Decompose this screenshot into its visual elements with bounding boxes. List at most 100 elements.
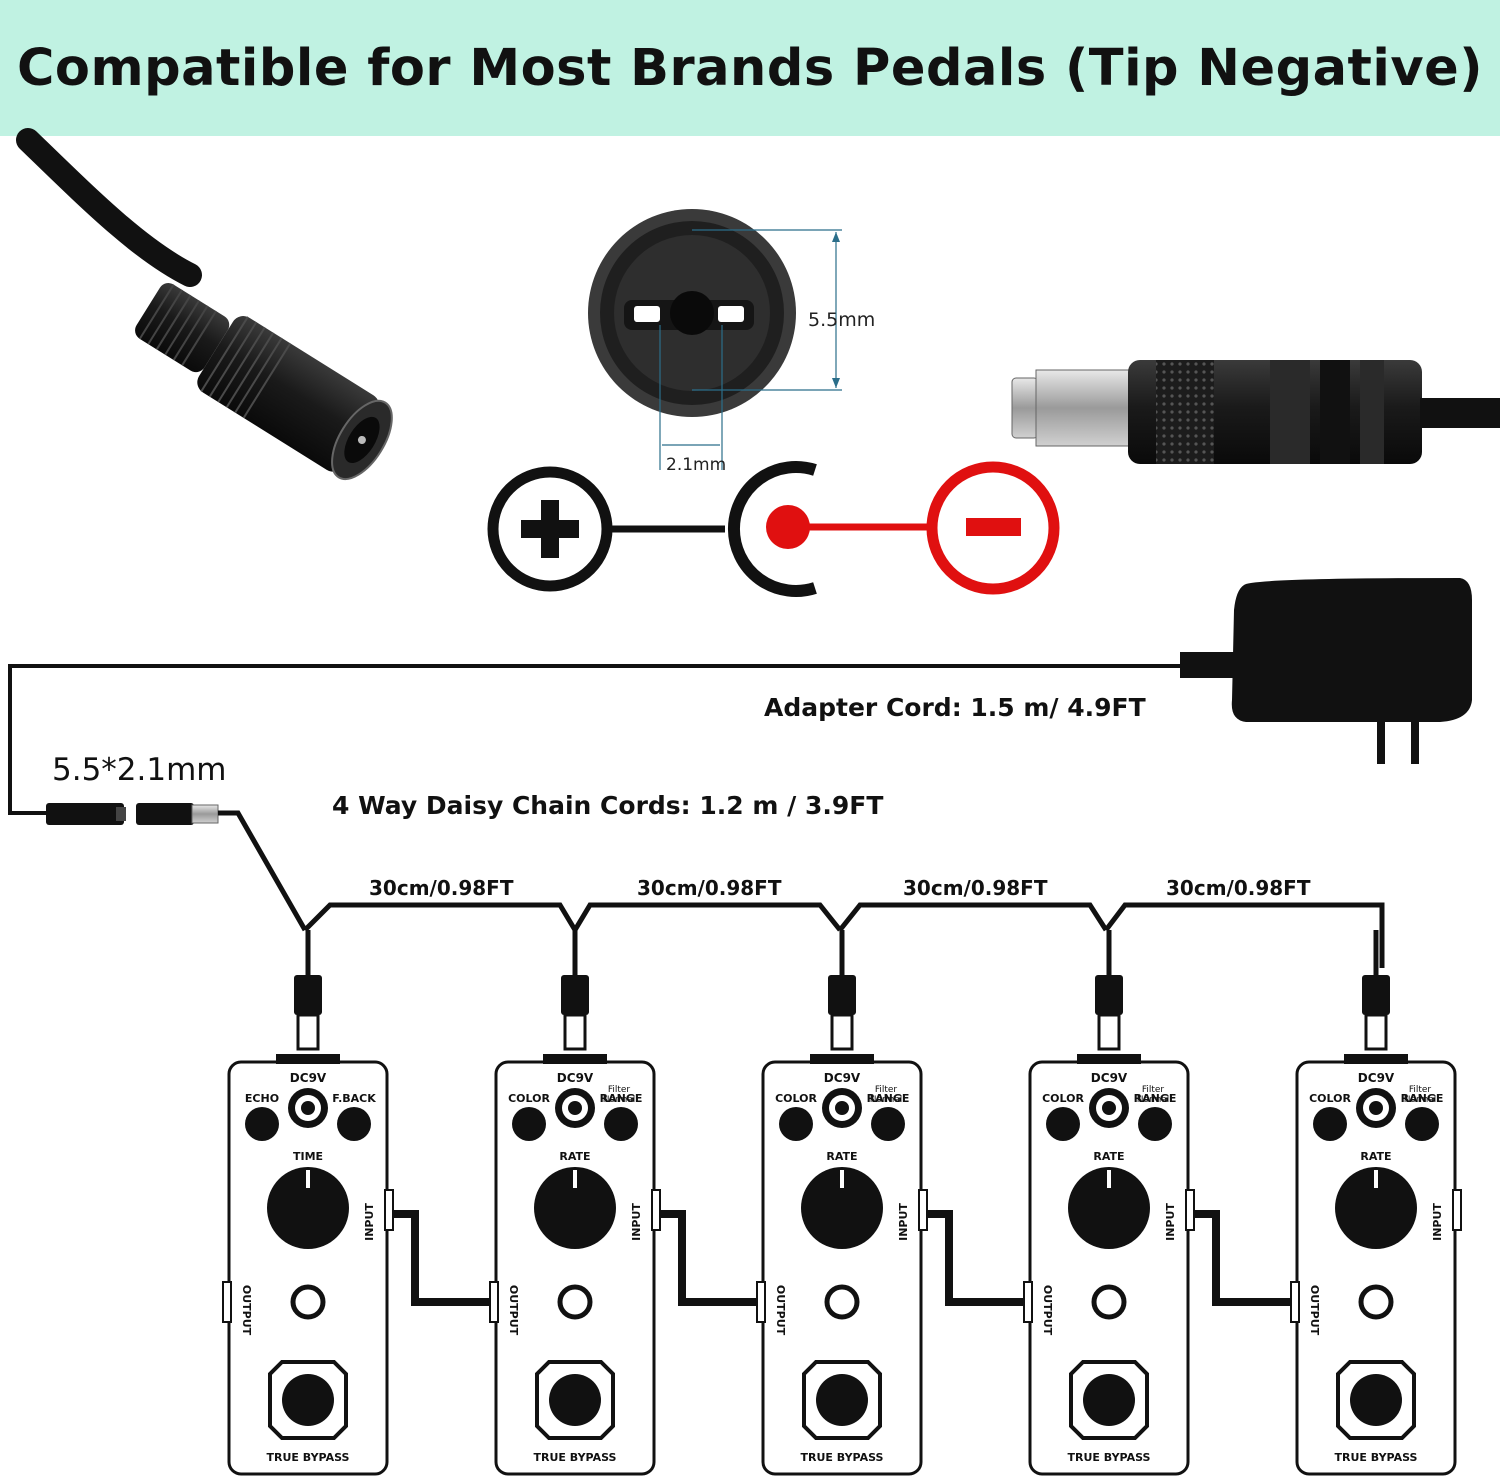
right-knob	[1138, 1107, 1172, 1141]
right-knob-label: RANGE	[867, 1092, 910, 1105]
polarity-symbol	[487, 461, 1060, 597]
dc-jack-pin	[1369, 1101, 1383, 1115]
footer-label: TRUE BYPASS	[801, 1451, 884, 1464]
power-label: DC9V	[824, 1071, 861, 1085]
mode-label-filter: Filter	[1142, 1085, 1165, 1095]
output-jack	[222, 1281, 232, 1323]
left-knob	[512, 1107, 546, 1141]
input-jack	[651, 1189, 661, 1231]
power-label: DC9V	[557, 1071, 594, 1085]
right-knob	[337, 1107, 371, 1141]
input-jack	[1452, 1189, 1462, 1231]
mode-label-normal: Normal	[870, 1095, 903, 1105]
footer-label: TRUE BYPASS	[267, 1451, 350, 1464]
dc-jack-top	[1077, 1054, 1141, 1064]
footer-label: TRUE BYPASS	[1335, 1451, 1418, 1464]
output-jack	[489, 1281, 499, 1323]
input-label: INPUT	[363, 1203, 376, 1241]
left-knob-label: COLOR	[1309, 1092, 1351, 1105]
output-label: OUTPUT	[1041, 1285, 1054, 1336]
input-label: INPUT	[630, 1203, 643, 1241]
outer-diameter-label: 5.5mm	[808, 309, 875, 331]
power-plug	[828, 975, 856, 1015]
power-plug	[1095, 975, 1123, 1015]
right-knob	[871, 1107, 905, 1141]
led-indicator	[1091, 1284, 1127, 1320]
power-plug	[1362, 975, 1390, 1015]
mode-label-normal: Normal	[603, 1095, 636, 1105]
left-knob-label: ECHO	[245, 1092, 279, 1105]
input-label: INPUT	[1431, 1203, 1444, 1241]
segment-label-4: 30cm/0.98FT	[1166, 876, 1311, 900]
daisy-chain-cable	[218, 810, 1385, 968]
right-knob-label: RANGE	[1401, 1092, 1444, 1105]
patch-cable-1	[393, 1210, 490, 1306]
input-label: INPUT	[1164, 1203, 1177, 1241]
female-dc-jack-illustration	[16, 128, 393, 481]
mode-label-filter: Filter	[1409, 1085, 1432, 1095]
power-label: DC9V	[290, 1071, 327, 1085]
segment-label-1: 30cm/0.98FT	[369, 876, 514, 900]
footswitch-button	[1083, 1374, 1135, 1426]
dc-jack-pin	[568, 1101, 582, 1115]
patch-cable-4	[1194, 1210, 1291, 1306]
power-plug	[561, 975, 589, 1015]
main-knob	[534, 1167, 616, 1249]
footer-label: TRUE BYPASS	[534, 1451, 617, 1464]
output-label: OUTPUT	[774, 1285, 787, 1336]
mode-label-normal: Normal	[1137, 1095, 1170, 1105]
connector-face-view: 5.5mm 2.1mm	[588, 209, 875, 475]
mode-label-filter: Filter	[608, 1085, 631, 1095]
power-plug	[294, 975, 322, 1015]
mode-label-filter: Filter	[875, 1085, 898, 1095]
footswitch-button	[1350, 1374, 1402, 1426]
output-jack	[756, 1281, 766, 1323]
adapter-cord-label: Adapter Cord: 1.5 m/ 4.9FT	[764, 693, 1146, 722]
title-banner: Compatible for Most Brands Pedals (Tip N…	[0, 0, 1500, 136]
adapter-cord	[8, 664, 1183, 815]
right-knob-label: RANGE	[600, 1092, 643, 1105]
segment-label-2: 30cm/0.98FT	[637, 876, 782, 900]
left-knob	[779, 1107, 813, 1141]
right-knob-label: RANGE	[1134, 1092, 1177, 1105]
dc-jack-top	[276, 1054, 340, 1064]
left-knob-label: COLOR	[508, 1092, 550, 1105]
patch-cable-2	[660, 1210, 757, 1306]
left-knob	[1313, 1107, 1347, 1141]
minus-icon	[966, 518, 1021, 536]
main-knob-label: RATE	[559, 1150, 590, 1163]
segment-label-3: 30cm/0.98FT	[903, 876, 1048, 900]
output-label: OUTPUT	[240, 1285, 253, 1336]
power-adapter-icon	[1180, 578, 1472, 764]
right-knob	[604, 1107, 638, 1141]
dc-jack-top	[810, 1054, 874, 1064]
power-plug-tip	[1364, 1013, 1388, 1051]
led-indicator	[290, 1284, 326, 1320]
input-jack	[918, 1189, 928, 1231]
left-knob	[245, 1107, 279, 1141]
dc-jack-top	[1344, 1054, 1408, 1064]
main-knob-label: RATE	[826, 1150, 857, 1163]
plug-size-label: 5.5*2.1mm	[52, 752, 227, 788]
patch-cable-3	[927, 1210, 1024, 1306]
main-knob-label: RATE	[1360, 1150, 1391, 1163]
footswitch-button	[282, 1374, 334, 1426]
page-title: Compatible for Most Brands Pedals (Tip N…	[16, 38, 1484, 98]
footer-label: TRUE BYPASS	[1068, 1451, 1151, 1464]
output-jack	[1023, 1281, 1033, 1323]
output-jack	[1290, 1281, 1300, 1323]
right-knob-label: F.BACK	[332, 1092, 376, 1105]
left-knob-label: COLOR	[1042, 1092, 1084, 1105]
right-knob	[1405, 1107, 1439, 1141]
left-knob-label: COLOR	[775, 1092, 817, 1105]
main-knob-label: TIME	[293, 1150, 323, 1163]
main-knob	[267, 1167, 349, 1249]
dc-jack-pin	[301, 1101, 315, 1115]
input-jack	[1185, 1189, 1195, 1231]
input-label: INPUT	[897, 1203, 910, 1241]
main-knob	[1335, 1167, 1417, 1249]
main-knob-label: RATE	[1093, 1150, 1124, 1163]
left-knob	[1046, 1107, 1080, 1141]
